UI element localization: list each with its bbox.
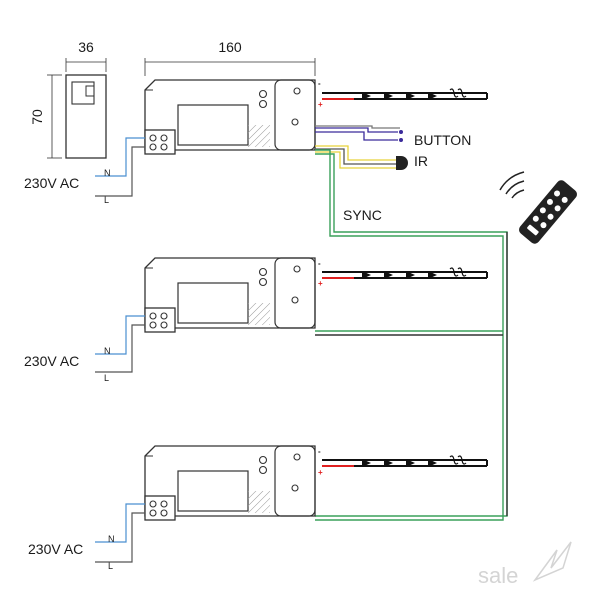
svg-text:sale: sale bbox=[478, 563, 518, 588]
ir-label: IR bbox=[414, 153, 428, 169]
line-label-1: L bbox=[104, 195, 109, 205]
neutral-label-1: N bbox=[104, 168, 111, 178]
plus-label-1: + bbox=[318, 100, 323, 109]
input-wires-3 bbox=[95, 503, 145, 563]
input-voltage-label-2: 230V AC bbox=[24, 353, 79, 369]
side-view bbox=[47, 58, 316, 159]
ir-receiver-icon bbox=[396, 156, 408, 170]
driver-unit-3 bbox=[144, 445, 316, 521]
input-wires-1 bbox=[95, 137, 145, 197]
neutral-label-3: N bbox=[108, 534, 115, 544]
minus-label-1: - bbox=[318, 79, 321, 88]
led-strip-3 bbox=[321, 455, 488, 468]
minus-label-2: - bbox=[318, 259, 321, 268]
input-wires-2 bbox=[95, 315, 145, 373]
line-label-3: L bbox=[108, 561, 113, 571]
button-wires bbox=[315, 125, 400, 141]
ir-wires bbox=[315, 145, 398, 169]
remote-control-icon bbox=[499, 171, 578, 244]
button-terminals bbox=[399, 130, 403, 142]
led-strip-2 bbox=[321, 267, 488, 280]
driver-unit-1 bbox=[144, 79, 316, 155]
dim-height-label: 70 bbox=[29, 109, 45, 125]
driver-unit-2 bbox=[144, 257, 316, 333]
button-label: BUTTON bbox=[414, 132, 471, 148]
neutral-label-2: N bbox=[104, 346, 111, 356]
dim-length-label: 160 bbox=[218, 39, 242, 55]
plus-label-3: + bbox=[318, 468, 323, 477]
input-voltage-label-3: 230V AC bbox=[28, 541, 83, 557]
input-voltage-label-1: 230V AC bbox=[24, 175, 79, 191]
dim-width-label: 36 bbox=[78, 39, 94, 55]
led-strip-1 bbox=[321, 88, 488, 101]
watermark-logo: sale bbox=[478, 541, 572, 588]
plus-label-2: + bbox=[318, 279, 323, 288]
sync-label: SYNC bbox=[343, 207, 382, 223]
minus-label-3: - bbox=[318, 447, 321, 456]
sync-wires bbox=[315, 149, 508, 521]
line-label-2: L bbox=[104, 373, 109, 383]
